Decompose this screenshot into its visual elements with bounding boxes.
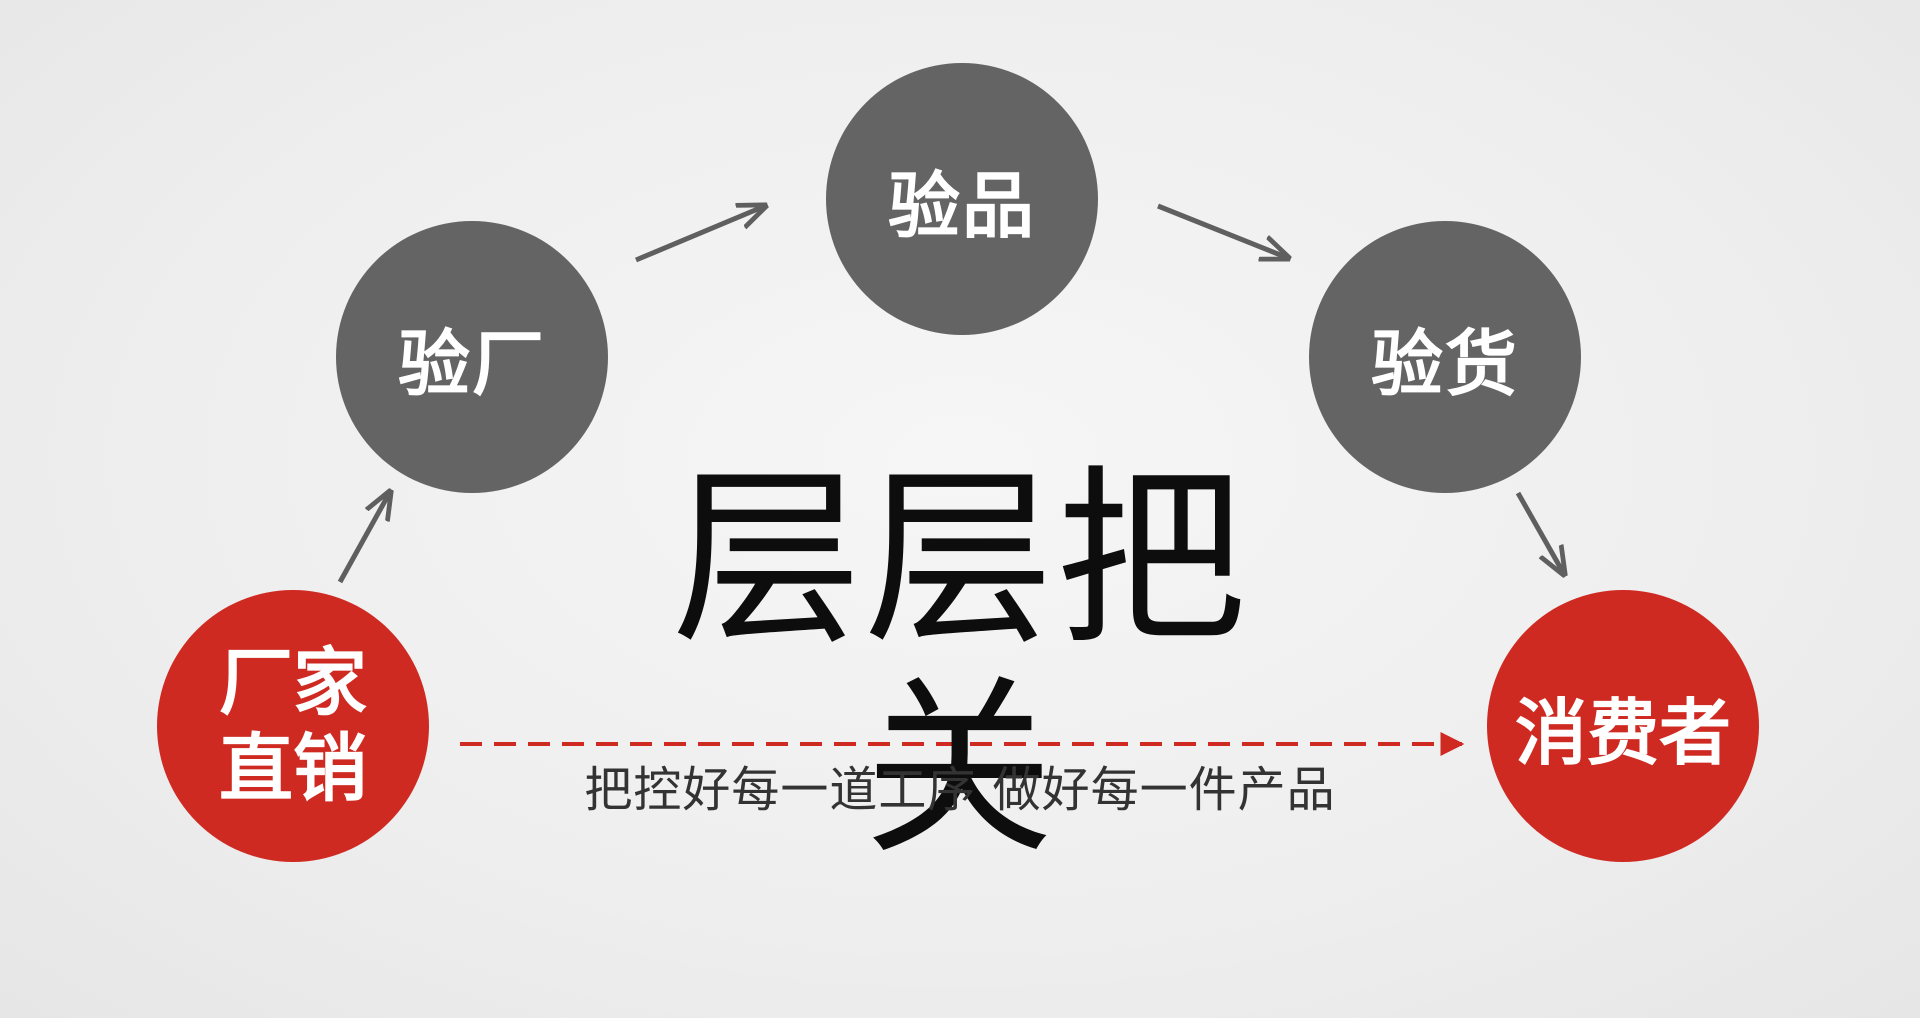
node-direct-line1: 厂家 bbox=[219, 640, 367, 726]
arrow-factory-to-product bbox=[635, 206, 765, 263]
arrow-goods-to-consumer bbox=[1515, 491, 1564, 574]
node-factory-inspection: 验厂 bbox=[336, 221, 608, 493]
node-consumer: 消费者 bbox=[1487, 590, 1759, 862]
node-consumer-label: 消费者 bbox=[1514, 690, 1731, 775]
node-product-label: 验品 bbox=[887, 163, 1036, 248]
node-manufacturer-direct: 厂家 直销 bbox=[157, 590, 429, 862]
node-factory-label: 验厂 bbox=[397, 321, 546, 406]
caption: 把控好每一道工序 做好每一件产品 bbox=[584, 762, 1336, 818]
node-goods-inspection: 验货 bbox=[1309, 221, 1581, 493]
arrow-direct-to-factory bbox=[337, 492, 390, 584]
node-direct-line2: 直销 bbox=[219, 726, 367, 812]
node-goods-label: 验货 bbox=[1370, 321, 1519, 406]
arrow-product-to-goods bbox=[1157, 203, 1288, 258]
node-product-inspection: 验品 bbox=[826, 63, 1098, 335]
headline: 层层把关 bbox=[671, 449, 1248, 880]
